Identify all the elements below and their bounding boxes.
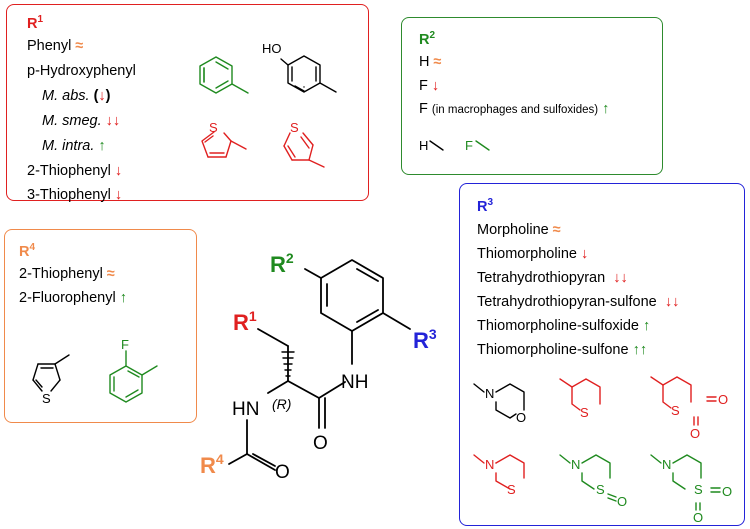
r4-2-fluorotoluene-structure (109, 350, 158, 403)
r3-thps-s-label: S (671, 403, 680, 418)
r1-ho-label: HO (262, 41, 282, 56)
r1-s1-label: S (209, 120, 218, 135)
r2-panel (401, 17, 663, 175)
r3-morph-n-label: N (485, 386, 494, 401)
r2-f-label: F (465, 138, 473, 153)
r4-header: R4 (19, 242, 36, 260)
r2-header: R2 (419, 30, 436, 48)
r3-tms-n-label: N (662, 457, 671, 472)
core-r2-label: R2 (270, 250, 294, 277)
r3-thp-sulfone-structure (650, 376, 717, 426)
r4-s-label: S (42, 391, 51, 406)
r3-panel (459, 183, 745, 526)
r4-panel (4, 229, 197, 423)
r3-item-tm-sulfoxide: Thiomorpholine-sulfoxide ↑ (477, 318, 651, 334)
r1-toluene-structure (199, 56, 249, 94)
r3-tetrahydrothiopyran-structure (559, 378, 601, 411)
r3-header: R3 (477, 197, 494, 215)
r3-tms-o1-label: O (722, 484, 732, 499)
r4-item-2-fluorophenyl: 2-Fluorophenyl ↑ (19, 290, 128, 306)
r1-s2-label: S (290, 120, 299, 135)
r1-item-phenyl: Phenyl ≈ (27, 38, 84, 54)
r3-item-tetrahydrothiopyran: Tetrahydrothiopyran ↓↓ (477, 270, 628, 286)
r3-thp-s-label: S (580, 405, 589, 420)
r3-thps-o1-label: O (718, 392, 728, 407)
core-nh-label: NH (341, 372, 368, 393)
r3-tmo-o-label: O (617, 494, 627, 509)
r3-morpholine-structure (473, 383, 525, 419)
r1-2-methylthiophene-structure (201, 131, 247, 158)
r2-h-bond (429, 140, 444, 151)
r3-item-tm-sulfone: Thiomorpholine-sulfone ↑↑ (477, 342, 648, 358)
r1-item-mabs: M. abs. (↓) (42, 88, 111, 104)
r3-tm-s-label: S (507, 482, 516, 497)
r3-item-thiomorpholine: Thiomorpholine ↓ (477, 246, 589, 262)
r1-item-msmeg: M. smeg. ↓↓ (42, 113, 121, 129)
r1-panel (6, 4, 369, 201)
core-o1-label: O (313, 433, 328, 454)
r3-thiomorpholine-structure (473, 454, 525, 490)
r4-2-methylthiophene-structure (32, 354, 70, 392)
r2-f-bond (475, 140, 490, 151)
r2-item-h: H ≈ (419, 54, 442, 70)
r4-item-2-thiophenyl: 2-Thiophenyl ≈ (19, 266, 115, 282)
core-stereo-label: (R) (272, 396, 291, 412)
r3-tmo-s-label: S (596, 482, 605, 497)
r4-f-label: F (121, 337, 129, 352)
r1-item-mintra: M. intra. ↑ (42, 138, 106, 154)
r3-item-morpholine: Morpholine ≈ (477, 222, 561, 238)
core-hashed-wedge (281, 351, 295, 377)
r3-tms-s-label: S (694, 482, 703, 497)
r3-thps-o2-label: O (690, 426, 700, 441)
r2-h-label: H (419, 138, 428, 153)
r1-3-methylthiophene-structure (283, 132, 325, 168)
r1-item-hydroxyphenyl: p-Hydroxyphenyl (27, 63, 136, 79)
r2-item-f: F ↓ (419, 78, 440, 94)
r1-item-3-thiophenyl: 3-Thiophenyl ↓ (27, 187, 123, 203)
core-r4-label: R4 (200, 451, 224, 478)
core-ch2-bond (257, 328, 289, 347)
core-r3-label: R3 (413, 326, 437, 353)
r1-header: R1 (27, 14, 44, 32)
r1-item-2-thiophenyl: 2-Thiophenyl ↓ (27, 163, 123, 179)
r1-cresol-structure (280, 55, 337, 93)
core-o2-label: O (275, 462, 290, 483)
r3-tm-sulfone-structure (650, 454, 721, 511)
r3-tm-sulfoxide-structure (559, 454, 617, 502)
r2-item-f-macrophages: F (in macrophages and sulfoxides) ↑ (419, 101, 610, 117)
r3-tmo-n-label: N (571, 457, 580, 472)
r3-tms-o2-label: O (693, 510, 703, 525)
r3-tm-n-label: N (485, 457, 494, 472)
r3-item-thp-sulfone: Tetrahydrothiopyran-sulfone ↓↓ (477, 294, 680, 310)
r3-morph-o-label: O (516, 410, 526, 425)
core-hn-label: HN (232, 399, 259, 420)
core-r1-label: R1 (233, 308, 257, 335)
